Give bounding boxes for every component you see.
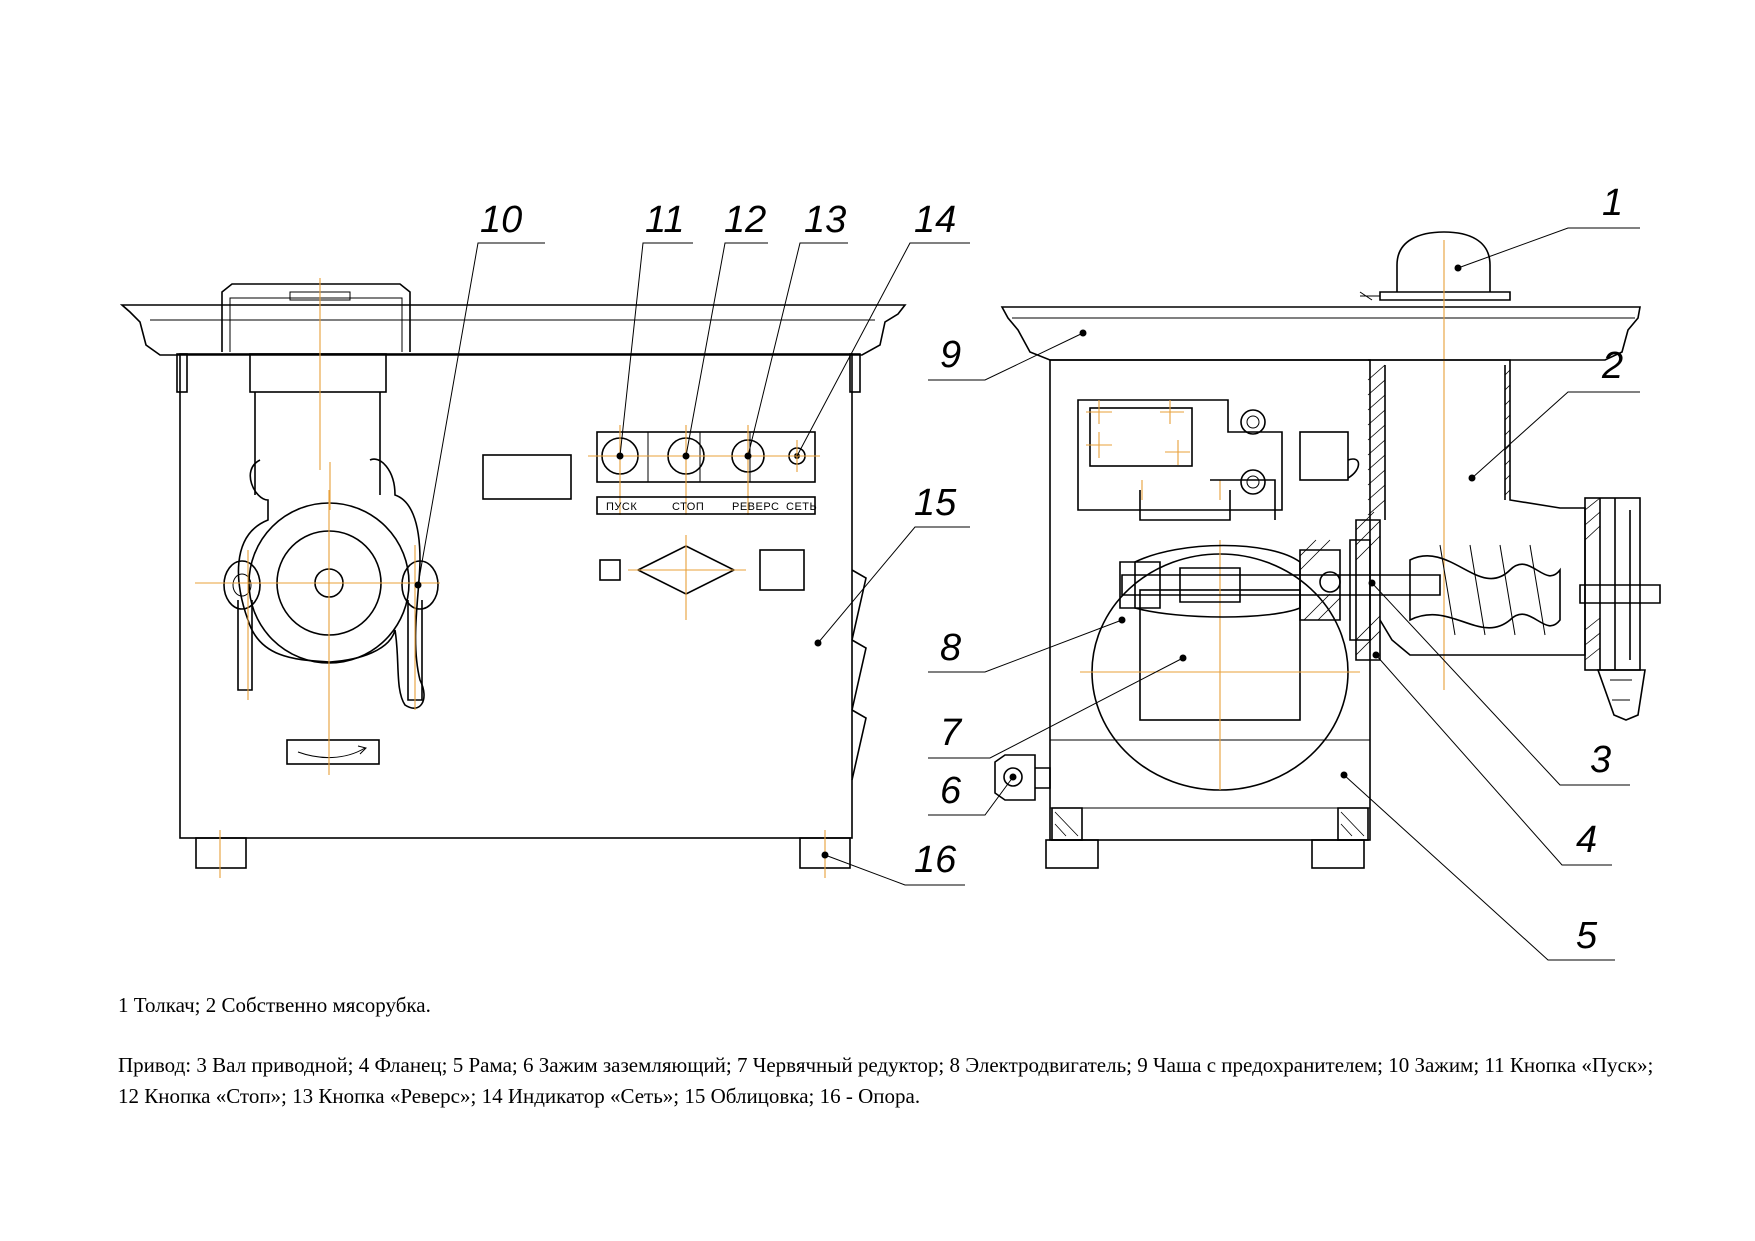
callout-16: 16: [914, 839, 957, 881]
callout-11: 11: [645, 199, 684, 241]
leader-dots: [414, 264, 1476, 859]
callout-6: 6: [940, 770, 962, 812]
control-panel: [596, 431, 816, 483]
caption-parts-drive: Привод: 3 Вал приводной; 4 Фланец; 5 Рам…: [118, 1053, 1654, 1108]
side-grinder-body: [1368, 359, 1586, 656]
front-plaque: [482, 454, 572, 500]
callout-14: 14: [914, 199, 956, 241]
side-view: [994, 231, 1661, 869]
callout-7: 7: [940, 712, 963, 754]
front-body: [179, 353, 853, 839]
side-bowl: [1000, 306, 1641, 361]
front-foot-left: [195, 837, 247, 869]
callout-10: 10: [480, 199, 522, 241]
label-revers: РЕВЕРС: [732, 501, 780, 513]
front-view: ПУСК СТОП РЕВЕРС СЕТЬ: [119, 278, 907, 878]
side-grate-nut: [1584, 497, 1641, 671]
front-tray: [119, 304, 907, 356]
callout-4: 4: [1576, 819, 1597, 861]
callout-numbers: 1 2 3 4 5 6 7 8 9 10 11 12 13 14 15 16: [480, 182, 1623, 957]
callout-3: 3: [1590, 739, 1611, 781]
side-grounding-clamp: [994, 754, 1036, 801]
callout-8: 8: [940, 627, 961, 669]
callout-15: 15: [914, 482, 957, 524]
callout-5: 5: [1576, 915, 1598, 957]
callout-leaders: [417, 227, 1640, 961]
side-foot-right: [1311, 839, 1365, 869]
callout-12: 12: [724, 199, 766, 241]
front-grinder-head: [237, 458, 425, 709]
label-set: СЕТЬ: [786, 501, 817, 513]
front-hopper: [221, 283, 411, 352]
callout-9: 9: [940, 334, 961, 376]
label-pusk: ПУСК: [606, 501, 637, 513]
callout-13: 13: [804, 199, 846, 241]
side-pusher: [1396, 231, 1491, 292]
label-stop: СТОП: [672, 501, 704, 513]
callout-1: 1: [1602, 182, 1623, 224]
side-foot-left: [1045, 839, 1099, 869]
callout-2: 2: [1601, 345, 1623, 387]
caption-parts-pusher-grinder: 1 Толкач; 2 Собственно мясорубка.: [118, 993, 431, 1017]
side-drive-shaft: [1121, 574, 1441, 596]
